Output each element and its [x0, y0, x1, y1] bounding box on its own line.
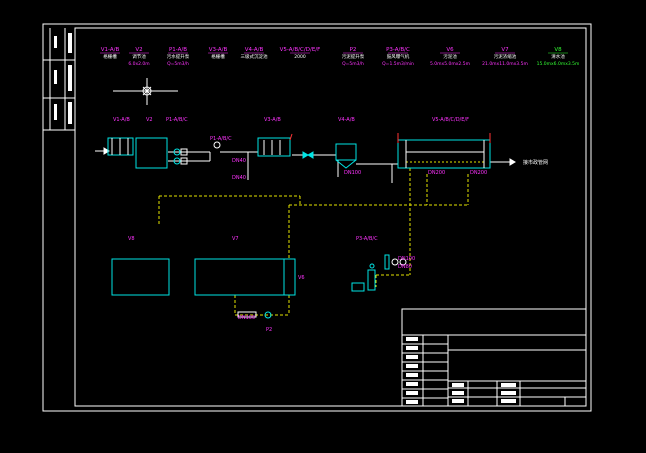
tag-v3: V3-A/B [264, 117, 281, 123]
outlet-label: 接市政管网 [523, 159, 548, 166]
tag-dn3: DN100 [344, 170, 361, 176]
legend-code: P3-A/B/C [386, 47, 410, 53]
legend-desc: 15.0mx6.0mx3.5m [537, 61, 580, 67]
legend-desc: 清水池 [551, 53, 565, 60]
tag-v7: V7 [232, 236, 239, 242]
v4-settling-tank [335, 143, 357, 161]
p1-pump-a [173, 148, 181, 156]
legend-desc: 鼓风曝气机 [387, 53, 410, 60]
process-line [95, 147, 516, 183]
title-block [401, 308, 587, 407]
v2-regulating-tank [135, 137, 168, 169]
pipe-network [158, 168, 469, 316]
legend-desc: Q=5m3/h [342, 61, 364, 67]
outer-border [42, 23, 592, 412]
legend-desc: 污泥池 [443, 53, 457, 60]
equipment-legend: V1-A/B格栅槽V2调节池6.0x2.0mP1-A/B污水提升泵Q=5m3/h… [100, 47, 579, 67]
tag-v4: V4-A/B [338, 117, 355, 123]
tag-p1: P1-A/B/C [166, 117, 188, 123]
binding-strip [43, 28, 75, 131]
tag-v1: V1-A/B [113, 117, 130, 123]
v8-clear-tank [111, 258, 170, 296]
tag-v2: V2 [146, 117, 153, 123]
legend-code: V2 [135, 47, 142, 53]
equipment [107, 133, 491, 319]
legend-code: V6 [446, 47, 454, 53]
tag-dn7: DN100 [398, 256, 415, 262]
legend-code: V7 [501, 47, 509, 53]
tag-dn4: DN200 [428, 170, 445, 176]
legend-code: V1-A/B [101, 47, 120, 53]
legend-code: V8 [554, 47, 562, 53]
p2-pump [264, 311, 272, 319]
tag-v8: V8 [128, 236, 135, 242]
legend-desc: 污泥提升泵 [342, 53, 365, 60]
legend-desc: 格栅槽 [103, 53, 117, 60]
crosshair-symbol [113, 78, 178, 105]
legend-desc: 调节池 [132, 53, 146, 60]
tag-dn1: DN40 [232, 158, 246, 164]
legend-desc: 6.0x2.0m [128, 61, 149, 67]
v7-sludge-thickener [194, 258, 285, 296]
legend-code: V3-A/B [209, 47, 228, 53]
legend-desc: 格栅槽 [211, 53, 225, 60]
inner-border [74, 27, 587, 407]
v5-bio-tank [397, 139, 491, 169]
tag-dn8: DN80 [398, 264, 412, 270]
legend-code: V4-A/B [245, 47, 264, 53]
tag-v5: V5-A/B/C/D/E/F [432, 117, 469, 123]
v3-screen-tank [257, 137, 291, 157]
equipment-tags: V1-A/B V2 P1-A/B/C P1-A/B/C V3-A/B V4-A/… [113, 117, 548, 333]
tag-dn6: DN100 [238, 315, 255, 321]
legend-desc: Q=1.5m3/min [382, 61, 414, 67]
p1-pump-b [173, 157, 181, 165]
legend-desc: 污水提升泵 [167, 53, 190, 60]
legend-desc: 5.0mx5.0mx2.5m [430, 61, 470, 67]
legend-desc: 三级式沉淀池 [241, 53, 268, 60]
tag-p2: P2 [266, 327, 272, 333]
legend-desc: 污泥浓缩池 [494, 53, 517, 60]
legend-desc: 2000 [294, 54, 306, 60]
legend-code: V5-A/B/C/D/E/F [280, 47, 321, 53]
legend-desc: Q=5m3/h [167, 61, 189, 67]
tag-p1b: P1-A/B/C [210, 136, 232, 142]
legend-code: P1-A/B [169, 47, 187, 53]
legend-desc: 21.0mx11.0mx3.5m [482, 61, 528, 67]
tag-dn2: DN40 [232, 175, 246, 181]
p3-blower [351, 282, 365, 292]
legend-code: P2 [350, 47, 357, 53]
tag-v6: V6 [298, 275, 305, 281]
tag-dn5: DN200 [470, 170, 487, 176]
title-block-fills [406, 337, 516, 404]
tag-p3: P3-A/B/C [356, 236, 378, 242]
